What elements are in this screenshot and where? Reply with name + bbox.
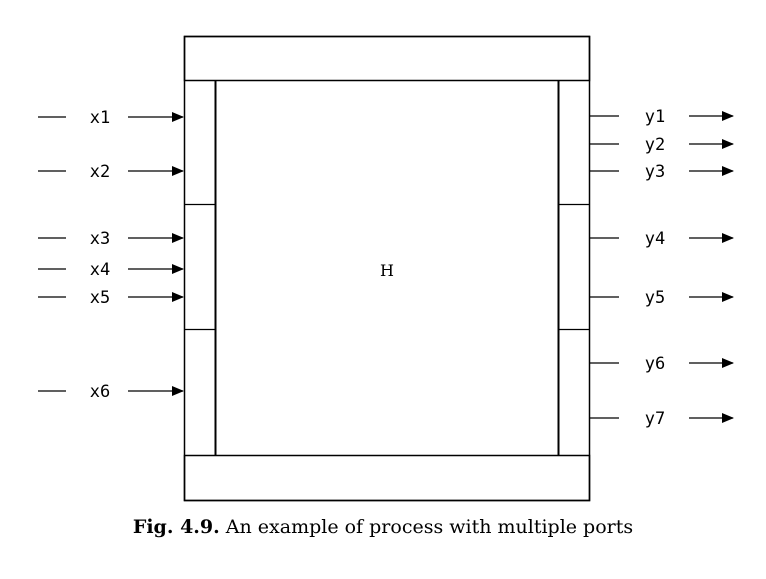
output-label-y3: y3 — [645, 162, 665, 182]
output-label-y2: y2 — [645, 135, 665, 155]
input-signal-x5: x5 — [38, 288, 184, 308]
output-signal-y2: y2 — [590, 135, 734, 155]
input-signal-x1: x1 — [38, 108, 184, 128]
input-label-x5: x5 — [90, 288, 110, 308]
input-label-x6: x6 — [90, 382, 110, 402]
figure-caption-text: An example of process with multiple port… — [225, 516, 634, 538]
input-label-x4: x4 — [90, 260, 110, 280]
output-signal-y1: y1 — [590, 107, 734, 127]
process-diagram: H x1 x2 x3 x4 x5 x6 y1 y2 — [38, 35, 734, 502]
output-signal-y4: y4 — [590, 229, 734, 249]
output-label-y1: y1 — [645, 107, 665, 127]
figure-number: Fig. 4.9. — [132, 516, 220, 538]
process-top-band — [183, 35, 591, 82]
figure-caption: Fig. 4.9. An example of process with mul… — [0, 516, 766, 538]
process-bottom-band — [183, 454, 591, 502]
output-signal-y3: y3 — [590, 162, 734, 182]
output-signal-y7: y7 — [590, 409, 734, 429]
output-signal-y6: y6 — [590, 354, 734, 374]
output-signal-y5: y5 — [590, 288, 734, 308]
output-label-y6: y6 — [645, 354, 665, 374]
output-label-y7: y7 — [645, 409, 665, 429]
input-label-x3: x3 — [90, 229, 110, 249]
input-signal-x2: x2 — [38, 162, 184, 182]
output-label-y4: y4 — [645, 229, 665, 249]
process-label: H — [380, 261, 394, 280]
input-label-x1: x1 — [90, 108, 110, 128]
input-signal-x6: x6 — [38, 382, 184, 402]
input-signal-x3: x3 — [38, 229, 184, 249]
output-label-y5: y5 — [645, 288, 665, 308]
input-signal-x4: x4 — [38, 260, 184, 280]
input-label-x2: x2 — [90, 162, 110, 182]
